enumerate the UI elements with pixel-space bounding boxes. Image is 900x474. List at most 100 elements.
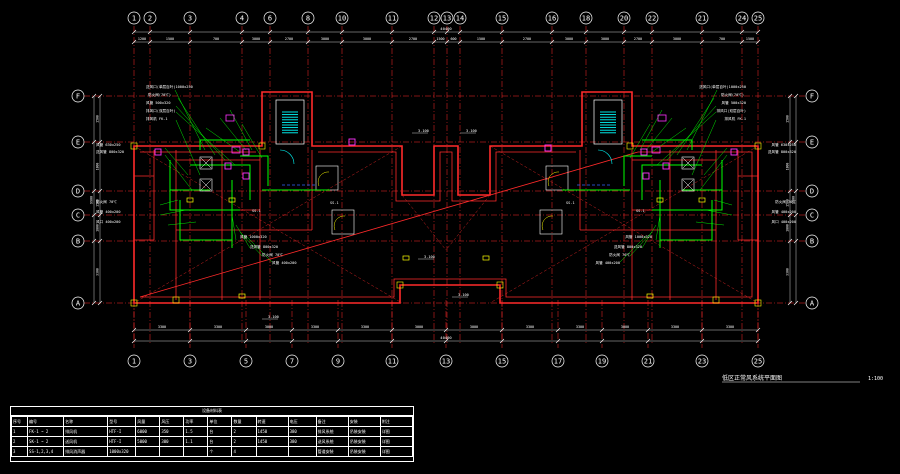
bottom-dim-tick xyxy=(645,327,651,333)
top-total-tick xyxy=(444,29,450,35)
bottom-total-tick xyxy=(443,338,449,344)
right-axis-bubble-B-label: B xyxy=(810,238,814,246)
top-axis-bubble-16-circle xyxy=(545,11,559,25)
bottom-dim-tick xyxy=(289,327,295,333)
table-header-row-cell: 风量 xyxy=(135,416,161,427)
top-axis-bubble-1-label: 1 xyxy=(132,15,136,23)
left-note: 防火阀 70℃ xyxy=(96,199,117,204)
left-total-dim-text: 9900 xyxy=(90,196,94,204)
building-walls xyxy=(130,91,762,307)
top-axis-bubble-3-label: 3 xyxy=(188,15,192,23)
table-header-row-cell: 名称 xyxy=(63,416,109,427)
left-dim-tick xyxy=(97,300,103,306)
table-row-cell: 5000 xyxy=(135,436,161,447)
table-row-cell: 4 xyxy=(231,446,257,457)
bottom-axis-bubble-5-circle xyxy=(239,354,253,368)
top-dim-tick xyxy=(305,39,311,45)
grille-symbol xyxy=(656,197,664,203)
left-note-leader xyxy=(241,123,263,159)
left-total-tick xyxy=(91,188,97,194)
left-note-leader xyxy=(164,154,193,191)
column xyxy=(754,299,762,307)
top-axis-bubble-1-circle xyxy=(127,11,141,25)
left-total-tick xyxy=(91,139,97,145)
bottom-axis-bubble-23-label: 23 xyxy=(698,358,706,366)
left-note-leader xyxy=(175,111,236,166)
bottom-dim-tick xyxy=(187,327,193,333)
right-note-leader xyxy=(703,147,728,176)
left-note-leader xyxy=(175,105,226,161)
right-axis-bubble-E-circle xyxy=(805,135,819,149)
right-note: 防火阀(70℃) xyxy=(721,92,744,97)
left-axis-bubble-B-label: B xyxy=(76,238,80,246)
table-row-cell: 吊装安装 xyxy=(347,446,381,457)
top-total-tick xyxy=(339,29,345,35)
right-dim-tick xyxy=(787,139,793,145)
right-duct-run xyxy=(652,160,723,211)
top-axis-bubble-10-circle xyxy=(335,11,349,25)
bottom-total-tick xyxy=(599,338,605,344)
right-total-tick xyxy=(793,300,799,306)
left-axis-bubble-D-circle xyxy=(71,184,85,198)
top-dim-tick xyxy=(621,39,627,45)
bottom-axis-bubble-25-label: 25 xyxy=(754,358,762,366)
top-total-tick xyxy=(549,29,555,35)
bottom-dim-text: 3000 xyxy=(265,325,273,329)
grille-symbol xyxy=(402,255,410,261)
right-note: 风管 630x250 xyxy=(772,142,797,147)
shaft-door xyxy=(317,171,330,187)
table-header-row-cell: 序号 xyxy=(10,416,29,427)
top-axis-bubble-12-label: 12 xyxy=(430,15,438,23)
left-total-tick xyxy=(91,238,97,244)
bottom-dim-tick xyxy=(599,327,605,333)
top-dim-tick xyxy=(755,39,761,45)
grille-symbol xyxy=(482,255,490,261)
bottom-dim-tick xyxy=(755,327,761,333)
bottom-axis-bubble-21-label: 21 xyxy=(644,358,652,366)
left-lower-note: 送风管 800x320 xyxy=(250,244,278,249)
damper-symbol xyxy=(154,148,162,156)
right-axis-bubble-D-label: D xyxy=(810,188,814,196)
bottom-dim-tick xyxy=(335,327,341,333)
left-axis-bubble-C-label: C xyxy=(76,212,80,220)
top-axis-bubble-2-circle xyxy=(143,11,157,25)
top-dim-tick xyxy=(389,39,395,45)
table-row-cell: 排风系统 xyxy=(315,426,349,437)
bottom-axis-bubble-25-circle xyxy=(751,354,765,368)
right-note: 排风口(双层百叶) xyxy=(717,108,746,113)
right-note-leader xyxy=(629,231,653,257)
table-header-row-cell: 备注 xyxy=(315,416,349,427)
top-dim-text: 3000 xyxy=(673,37,681,41)
table-row-cell: 350 xyxy=(159,426,185,437)
shaft-door xyxy=(333,215,346,231)
table-row-cell xyxy=(159,446,185,457)
right-note-leader xyxy=(691,119,717,176)
top-dim-text: 700 xyxy=(719,37,725,41)
top-dim-text: 600 xyxy=(450,37,456,41)
top-axis-bubble-14-label: 14 xyxy=(456,15,464,23)
grille-symbol xyxy=(698,197,706,203)
left-dim-tick xyxy=(97,238,103,244)
bottom-dim-text: 3300 xyxy=(158,325,166,329)
top-axis-bubble-11-circle xyxy=(385,11,399,25)
access-panel xyxy=(651,146,661,154)
right-lower-note: 送风管 800x320 xyxy=(614,244,642,249)
bottom-axis-bubble-9-circle xyxy=(331,354,345,368)
table-row-cell: 1450 xyxy=(255,426,289,437)
right-axis-bubble-A-circle xyxy=(805,296,819,310)
top-total-tick xyxy=(239,29,245,35)
left-note-leader xyxy=(219,117,247,151)
table-row-cell: 2 xyxy=(231,436,257,447)
table-row-cell: 吊装安装 xyxy=(347,436,381,447)
bottom-dim-text: 3000 xyxy=(470,325,478,329)
table-row-cell: 1 xyxy=(10,426,29,437)
column xyxy=(496,281,504,289)
table-header-row-cell: 功率 xyxy=(183,416,209,427)
right-note-leader xyxy=(686,89,718,151)
left-dim-text: 1500 xyxy=(96,115,100,123)
left-note: 风管 500x320 xyxy=(146,100,171,105)
top-total-tick xyxy=(499,29,505,35)
table-header-row-cell: 电压 xyxy=(287,416,317,427)
right-total-dim-text: 9900 xyxy=(792,196,796,204)
left-axis-bubble-F-label: F xyxy=(76,93,80,101)
